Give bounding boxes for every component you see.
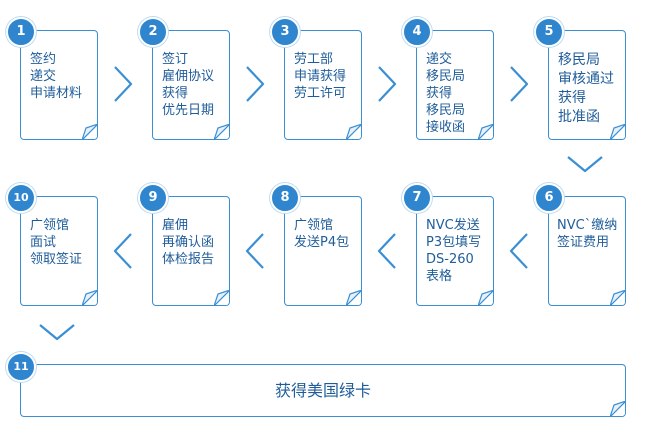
right-arrow-icon	[508, 65, 530, 103]
step-badge-3: 3	[270, 17, 300, 47]
page-fold-icon	[214, 124, 229, 139]
step-badge-6: 6	[534, 183, 564, 213]
step-card-9: 雇佣 再确认函 体检报告	[152, 196, 230, 306]
final-step-card: 获得美国绿卡	[20, 364, 626, 417]
step-badge-8: 8	[270, 183, 300, 213]
down-arrow-icon	[38, 322, 76, 342]
down-arrow-icon	[566, 154, 604, 174]
step-card-4: 递交 移民局 获得 移民局 接收函	[416, 30, 494, 140]
step-card-3: 劳工部 申请获得 劳工许可	[284, 30, 362, 140]
step-text-3: 劳工部 申请获得 劳工许可	[294, 52, 347, 101]
final-step-text: 获得美国绿卡	[274, 381, 371, 400]
page-fold-icon	[82, 290, 97, 305]
left-arrow-icon	[244, 232, 266, 270]
step-text-6: NVC`缴纳 签证费用	[557, 218, 618, 250]
page-fold-icon	[82, 124, 97, 139]
left-arrow-icon	[376, 232, 398, 270]
left-arrow-icon	[508, 232, 530, 270]
page-fold-icon	[478, 124, 493, 139]
step-card-5: 移民局 审核通过 获得 批准函	[548, 30, 626, 140]
step-badge-1: 1	[6, 17, 36, 47]
page-fold-icon	[478, 290, 493, 305]
step-text-7: NVC发送 P3包填写 DS-260 表格	[426, 218, 482, 284]
step-badge-4: 4	[402, 17, 432, 47]
step-badge-11: 11	[6, 352, 36, 382]
step-card-1: 签约 递交 申请材料	[20, 30, 98, 140]
step-text-2: 签订 雇佣协议 获得 优先日期	[162, 52, 215, 118]
step-card-10: 广领馆 面试 领取签证	[20, 196, 98, 306]
step-badge-7: 7	[402, 183, 432, 213]
right-arrow-icon	[244, 65, 266, 103]
page-fold-icon	[214, 290, 229, 305]
page-fold-icon	[610, 290, 625, 305]
step-text-5: 移民局 审核通过 获得 批准函	[558, 52, 614, 125]
left-arrow-icon	[112, 232, 134, 270]
step-text-1: 签约 递交 申请材料	[30, 52, 83, 101]
right-arrow-icon	[112, 65, 134, 103]
step-badge-2: 2	[138, 17, 168, 47]
page-fold-icon	[610, 124, 625, 139]
step-badge-5: 5	[534, 17, 564, 47]
step-text-9: 雇佣 再确认函 体检报告	[162, 218, 215, 267]
step-badge-9: 9	[138, 183, 168, 213]
step-badge-10: 10	[6, 183, 36, 213]
step-card-2: 签订 雇佣协议 获得 优先日期	[152, 30, 230, 140]
step-card-7: NVC发送 P3包填写 DS-260 表格	[416, 196, 494, 306]
step-text-8: 广领馆 发送P4包	[294, 218, 350, 250]
step-card-8: 广领馆 发送P4包	[284, 196, 362, 306]
step-card-6: NVC`缴纳 签证费用	[548, 196, 626, 306]
page-fold-icon	[610, 401, 625, 416]
step-text-10: 广领馆 面试 领取签证	[30, 218, 83, 267]
page-fold-icon	[346, 124, 361, 139]
step-text-4: 递交 移民局 获得 移民局 接收函	[426, 52, 466, 135]
page-fold-icon	[346, 290, 361, 305]
right-arrow-icon	[376, 65, 398, 103]
